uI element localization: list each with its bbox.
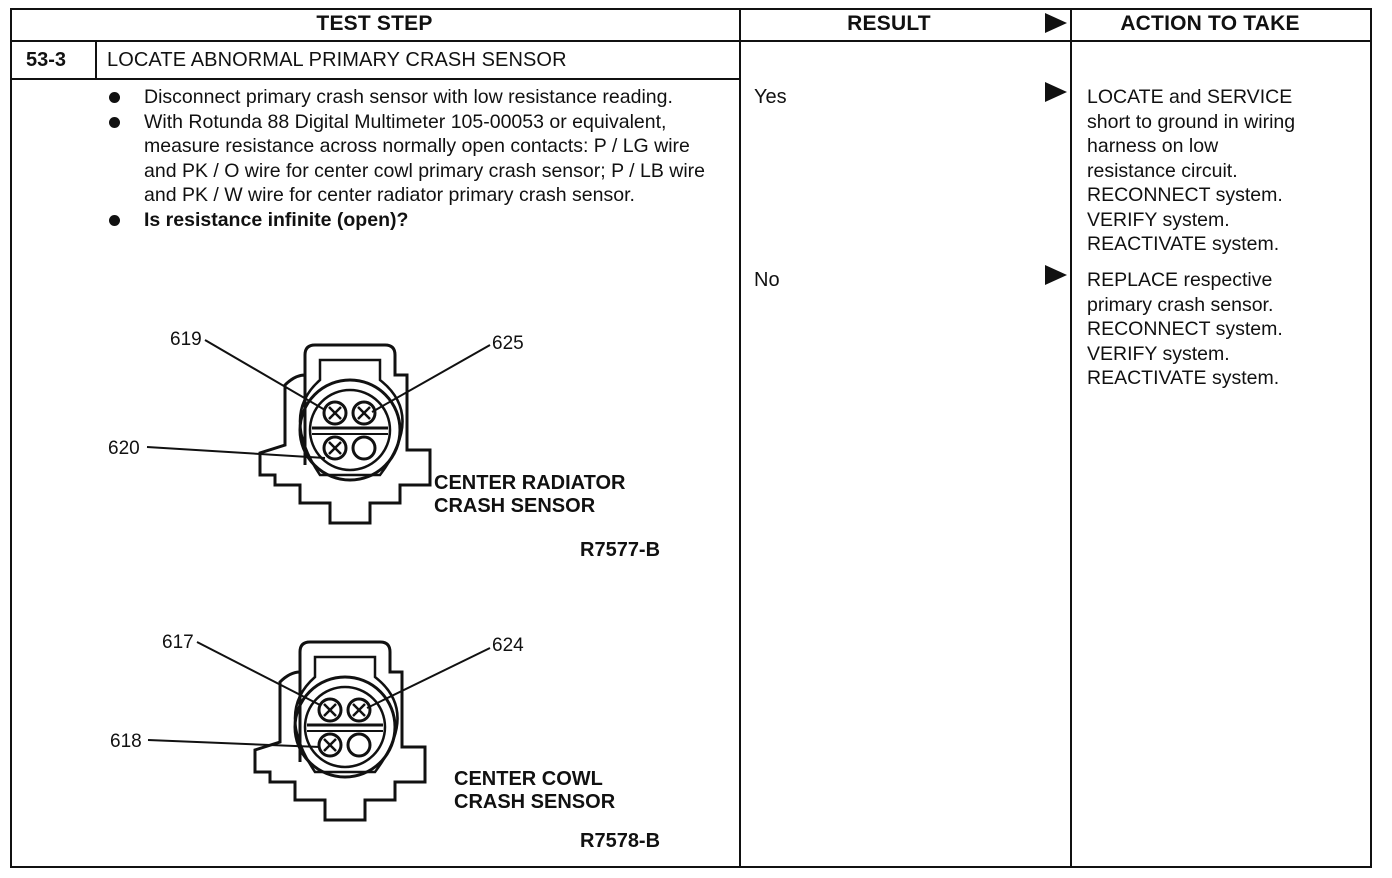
bullet-icon [109,116,120,128]
header-test-step: TEST STEP [316,12,433,35]
step-bullet-list: Disconnect primary crash sensor with low… [106,85,726,232]
bullet-text: With Rotunda 88 Digital Multimeter 105-0… [144,110,706,207]
pin-620-leader [146,446,326,459]
radiator-connector-drawing: 619 625 620 CENTER RADIATOR CRASH SENSOR… [108,329,660,561]
table-left-border [10,8,12,868]
action-line: REACTIVATE system. [1087,367,1280,389]
action-line: harness on low [1087,135,1219,157]
radiator-caption-line2: CRASH SENSOR [434,495,596,517]
bullet-icon [109,92,120,103]
header-action: ACTION TO TAKE [1120,12,1300,35]
action-line: VERIFY system. [1087,342,1230,365]
result-column-divider [739,8,741,868]
pin-617-leader [196,641,321,706]
action-line: RECONNECT system. [1087,318,1283,340]
action-line: resistance circuit. [1087,159,1238,182]
result-no: No [754,269,780,291]
bullet-icon [109,214,120,226]
action-line: RECONNECT system. [1087,184,1283,206]
step-number: 53-3 [26,49,67,71]
result-yes-arrow-icon [1045,82,1067,102]
connector-diagrams: 619 625 620 CENTER RADIATOR CRASH SENSOR… [108,329,660,852]
header-result: RESULT [847,12,931,35]
cowl-caption-line2: CRASH SENSOR [454,791,616,813]
cowl-connector-drawing: 617 624 618 CENTER COWL CRASH SENSOR R75… [110,632,660,852]
header-bottom-border [10,40,1372,42]
step-title: LOCATE ABNORMAL PRIMARY CRASH SENSOR [107,49,567,71]
step-number-divider [95,40,97,79]
pin-619-leader [204,339,326,411]
action-yes: LOCATE and SERVICE short to ground in wi… [1087,85,1367,257]
action-line: primary crash sensor. [1087,293,1274,316]
bullet-item: Disconnect primary crash sensor with low… [106,85,726,110]
result-yes: Yes [754,86,787,108]
radiator-ref: R7577-B [580,539,660,561]
action-line: short to ground in wiring [1087,110,1296,133]
result-no-arrow-icon [1045,265,1067,285]
bullet-question: Is resistance infinite (open)? [106,208,726,233]
action-column-divider [1070,8,1072,868]
pin-617-label: 617 [162,632,194,653]
table-bottom-border [10,866,1372,868]
pin-619-label: 619 [170,329,202,350]
pin-618-label: 618 [110,731,142,752]
pin-620-label: 620 [108,438,140,459]
action-line: REACTIVATE system. [1087,233,1280,255]
pin-618-leader [147,739,321,748]
bullet-item: With Rotunda 88 Digital Multimeter 105-0… [106,110,726,208]
bullet-text: Disconnect primary crash sensor with low… [144,86,673,108]
table-right-border [1370,8,1372,868]
pin-624-label: 624 [492,635,524,656]
step-title-border [10,78,739,80]
cowl-ref: R7578-B [580,830,660,852]
action-line: REPLACE respective [1087,269,1273,291]
table-top-border [10,8,1372,10]
radiator-caption-line1: CENTER RADIATOR [434,472,626,494]
pin-624-leader [366,647,491,709]
header-arrow-icon [1045,13,1067,33]
pin-625-label: 625 [492,333,524,354]
pin-625-leader [371,344,491,413]
cowl-caption-line1: CENTER COWL [454,768,603,790]
action-no: REPLACE respective primary crash sensor.… [1087,268,1367,391]
bullet-text: Is resistance infinite (open)? [144,208,409,231]
action-line: LOCATE and SERVICE [1087,86,1293,108]
action-line: VERIFY system. [1087,208,1230,231]
